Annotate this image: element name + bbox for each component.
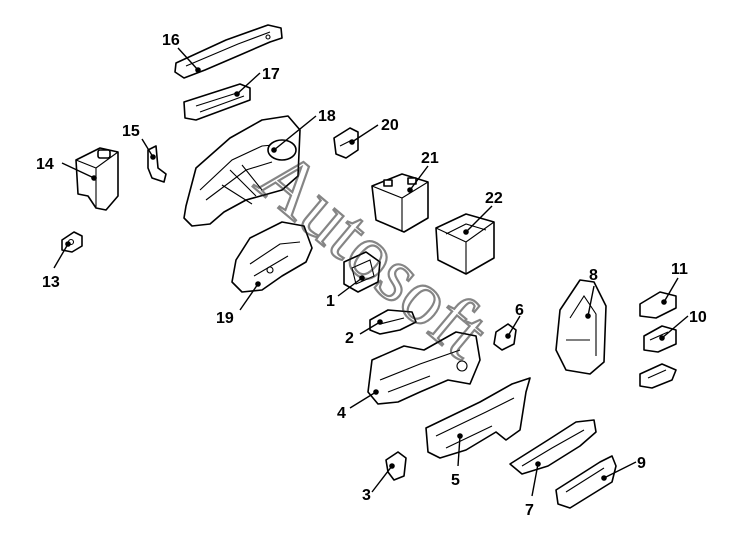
part-1-bracket — [343, 251, 381, 293]
callout-3: 3 — [362, 487, 371, 504]
callout-17: 17 — [262, 66, 280, 83]
callout-19: 19 — [216, 310, 234, 327]
callout-6: 6 — [515, 302, 524, 319]
part-21-battery — [371, 173, 429, 233]
part-8-pillar-panel — [555, 279, 607, 375]
callout-11: 11 — [671, 261, 688, 278]
callout-18: 18 — [318, 108, 336, 125]
callout-8: 8 — [589, 267, 598, 284]
part-unlabeled-bracket — [639, 363, 677, 389]
leaders — [53, 47, 689, 497]
part-18-wheel-housing — [183, 115, 301, 227]
part-22-battery-tray — [435, 213, 495, 275]
part-11-bracket — [639, 291, 677, 319]
callout-7: 7 — [525, 502, 534, 519]
callout-14: 14 — [36, 156, 54, 173]
callout-9: 9 — [637, 455, 646, 472]
part-17-plate — [183, 83, 251, 121]
callout-13: 13 — [42, 274, 60, 291]
callout-5: 5 — [451, 472, 460, 489]
part-19-panel — [231, 221, 313, 293]
callout-4: 4 — [337, 405, 346, 422]
part-5-lower-rail — [425, 377, 531, 459]
part-4-side-member — [367, 331, 481, 405]
part-15-angle-bracket — [147, 145, 167, 183]
part-2-bracket — [369, 309, 417, 335]
part-7-bracket — [509, 419, 597, 475]
part-20-bracket — [333, 127, 359, 159]
callout-10: 10 — [689, 309, 707, 326]
part-14-reservoir — [75, 147, 119, 211]
callout-15: 15 — [122, 123, 140, 140]
callout-16: 16 — [162, 32, 180, 49]
part-9-plate — [555, 455, 617, 509]
callouts: 16 17 18 20 15 14 13 21 22 19 1 2 6 8 11… — [36, 32, 707, 519]
callout-20: 20 — [381, 117, 399, 134]
part-3-hook — [385, 451, 407, 481]
callout-2: 2 — [345, 330, 354, 347]
callout-21: 21 — [421, 150, 439, 167]
callout-22: 22 — [485, 190, 503, 207]
callout-1: 1 — [326, 293, 335, 310]
part-16-bracket — [174, 24, 283, 79]
